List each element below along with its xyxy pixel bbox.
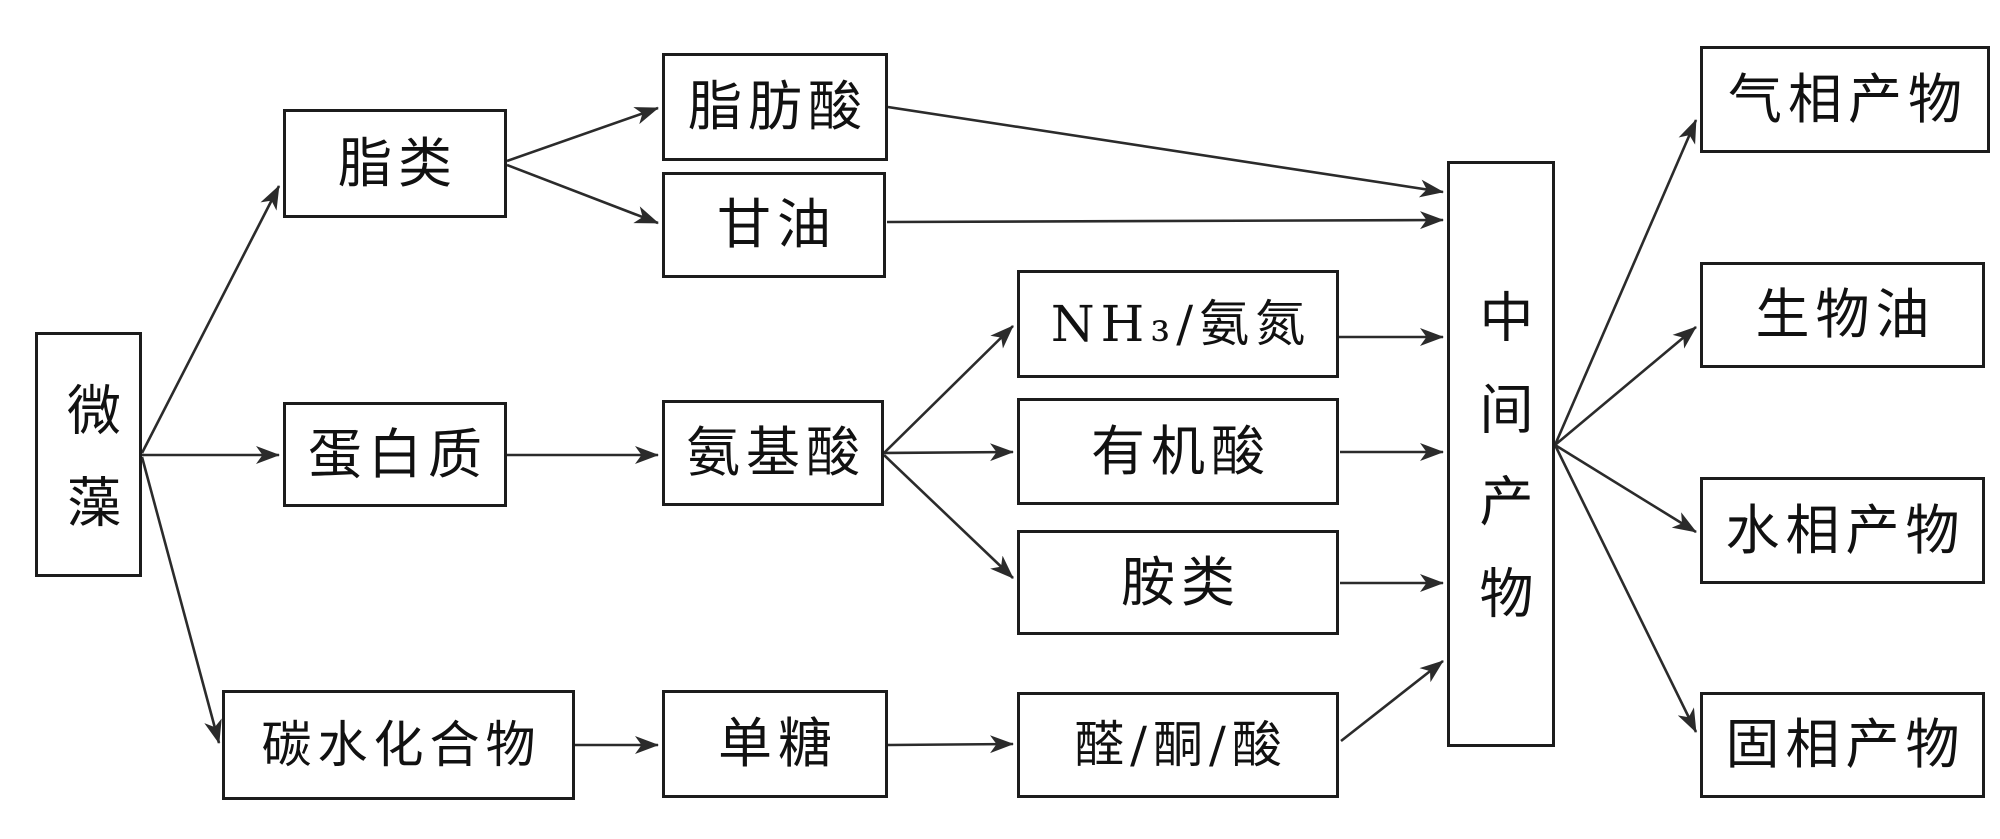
edge-aldehyde-intermediates — [1340, 659, 1444, 743]
node-solid-products-label: 固相产物 — [1725, 713, 1966, 776]
edge-lipids-fatty-acids — [506, 106, 659, 163]
node-intermediates-label: 中间产物 — [1470, 289, 1533, 657]
edge-intermediates-gas-products — [1553, 119, 1698, 446]
node-carbohydrates: 碳水化合物 — [222, 690, 575, 800]
node-bio-oil-label: 生物油 — [1755, 283, 1936, 346]
node-gas-products-label: 气相产物 — [1728, 67, 1968, 131]
node-glycerol-label: 甘油 — [717, 193, 837, 256]
edge-amino-acids-amines — [883, 454, 1014, 579]
node-glycerol: 甘油 — [662, 172, 886, 278]
node-aqueous-products-label: 水相产物 — [1725, 498, 1966, 562]
node-organic-acids-label: 有机酸 — [1091, 419, 1271, 483]
node-intermediates: 中间产物 — [1447, 161, 1555, 747]
node-amines-label: 胺类 — [1121, 550, 1241, 614]
node-solid-products: 固相产物 — [1700, 692, 1985, 798]
node-lipids-label: 脂类 — [338, 131, 458, 195]
node-fatty-acids: 脂肪酸 — [662, 53, 888, 161]
node-amines: 胺类 — [1017, 530, 1339, 635]
node-aldehyde-ketone-acid-label: 醛/酮/酸 — [1074, 716, 1288, 774]
node-nh3-ammonia: NH₃/氨氮 — [1017, 270, 1339, 378]
edge-intermediates-bio-oil — [1554, 326, 1697, 446]
edge-glycerol-intermediates — [886, 211, 1444, 230]
edge-microalgae-carbohydrates — [140, 456, 222, 744]
edge-intermediates-aqueous-products — [1554, 443, 1697, 534]
node-gas-products: 气相产物 — [1700, 46, 1990, 153]
node-amino-acids: 氨基酸 — [662, 400, 884, 506]
edge-amino-acids-nh3 — [883, 325, 1014, 454]
edge-lipids-glycerol — [506, 163, 659, 225]
node-organic-acids: 有机酸 — [1017, 398, 1339, 505]
node-nh3-ammonia-label: NH₃/氨氮 — [1050, 295, 1312, 353]
node-monosaccharides-label: 单糖 — [718, 712, 838, 775]
edge-intermediates-solid-products — [1553, 444, 1698, 733]
edge-monosaccharides-aldehyde — [887, 735, 1014, 754]
node-aqueous-products: 水相产物 — [1700, 477, 1985, 584]
edge-amino-acids-organic-acids — [883, 443, 1014, 462]
node-aldehyde-ketone-acid: 醛/酮/酸 — [1017, 692, 1339, 798]
edge-microalgae-lipids — [140, 185, 281, 454]
node-fatty-acids-label: 脂肪酸 — [688, 75, 868, 138]
node-protein-label: 蛋白质 — [308, 422, 488, 486]
node-protein: 蛋白质 — [283, 402, 507, 507]
node-microalgae-label: 微藻 — [57, 381, 121, 566]
node-monosaccharides: 单糖 — [662, 690, 888, 798]
node-lipids: 脂类 — [283, 109, 507, 218]
node-amino-acids-label: 氨基酸 — [686, 421, 866, 484]
edge-fatty-acids-intermediates — [887, 105, 1444, 198]
node-carbohydrates-label: 碳水化合物 — [261, 716, 542, 774]
node-microalgae: 微藻 — [35, 332, 142, 577]
node-bio-oil: 生物油 — [1700, 262, 1985, 368]
